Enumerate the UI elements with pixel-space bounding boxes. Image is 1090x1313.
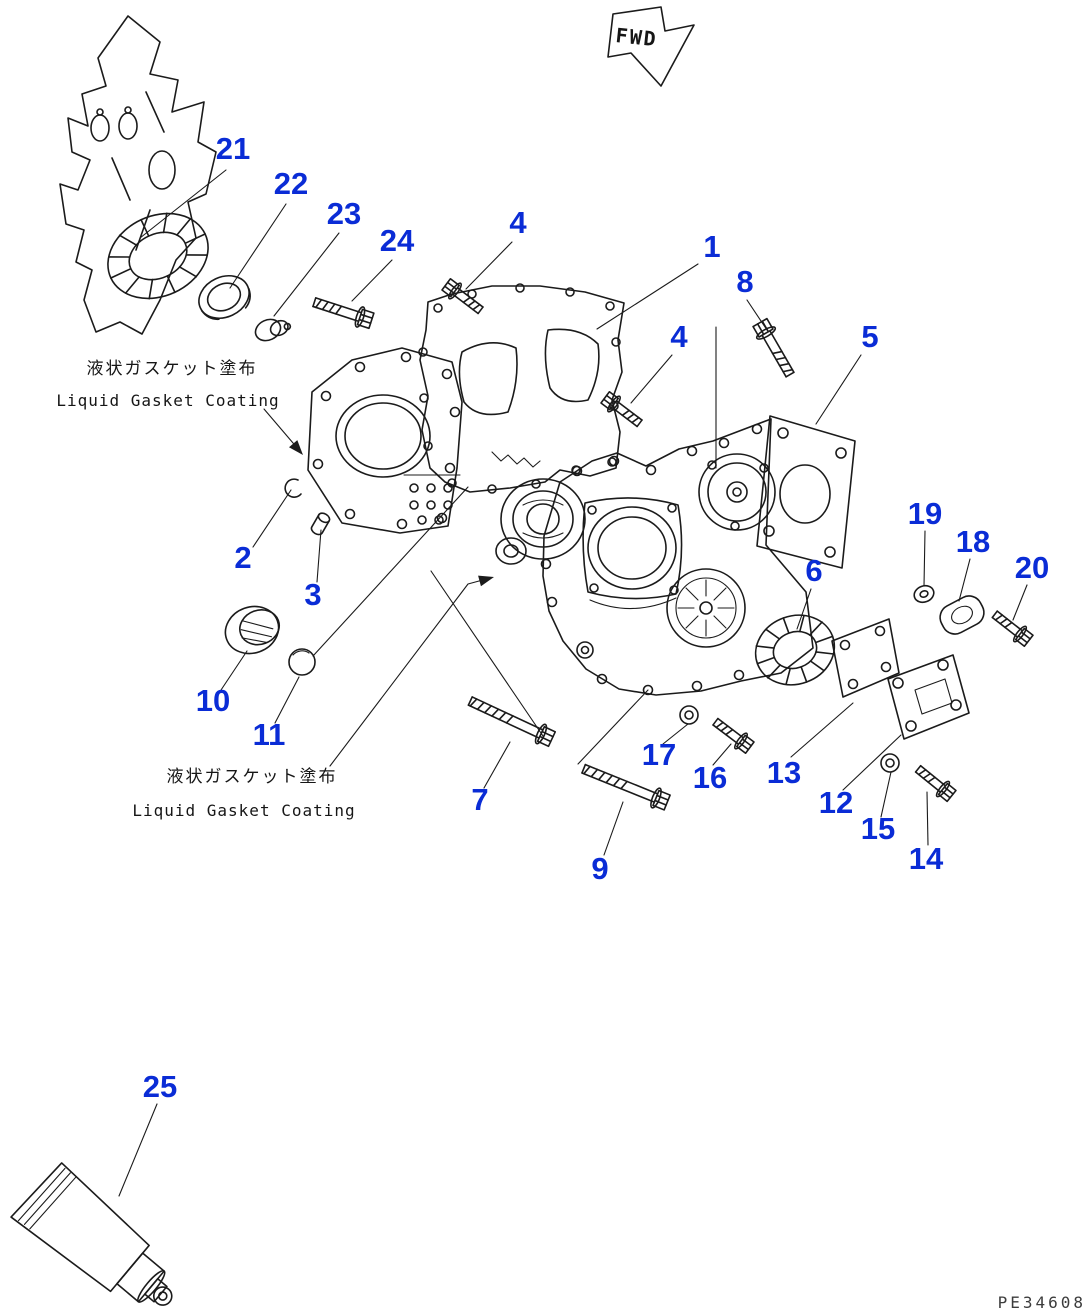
- callout-3: 3: [304, 577, 321, 612]
- bolt-20: [988, 606, 1036, 650]
- bolt-14: [911, 760, 959, 805]
- callout-4b: 4: [670, 319, 688, 354]
- construction-lines: [312, 326, 717, 765]
- fwd-label: FWD: [614, 23, 658, 51]
- callout-17: 17: [642, 737, 676, 772]
- gasket-note-lower: 液状ガスケット塗布 Liquid Gasket Coating: [132, 766, 355, 820]
- bolt-4b: [598, 388, 647, 432]
- note-upper-arrowhead: [289, 440, 308, 459]
- bolt-4a: [439, 275, 488, 319]
- gasket-note-lower-en: Liquid Gasket Coating: [132, 801, 355, 820]
- gasket-1: [418, 283, 625, 494]
- bearing-6: [754, 614, 836, 686]
- gasket-note-upper-jp: 液状ガスケット塗布: [87, 358, 258, 379]
- injection-pump-port: [698, 453, 776, 531]
- pin-3: [310, 512, 331, 536]
- callout-21: 21: [216, 131, 250, 166]
- drawing-linework: [10, 6, 1036, 1306]
- cover-18: [939, 595, 985, 635]
- callout-10: 10: [196, 683, 230, 718]
- cover-gasket-13: [831, 618, 900, 698]
- note-arrows: [263, 408, 496, 767]
- callout-23: 23: [327, 196, 361, 231]
- bolt-7: [465, 690, 558, 750]
- water-pump-opening: [582, 497, 683, 600]
- callout-9: 9: [591, 851, 608, 886]
- callout-19: 19: [908, 496, 942, 531]
- washer-19: [913, 584, 935, 604]
- cover-12: [887, 654, 970, 740]
- callout-13: 13: [767, 755, 801, 790]
- callout-labels: 21 22 23 24 4 1 8 5 4 2 3 19 18 20 6 10 …: [143, 131, 1049, 1104]
- gasket-note-upper: 液状ガスケット塗布 Liquid Gasket Coating: [56, 358, 279, 410]
- front-plate: [307, 347, 463, 534]
- fwd-arrow: [607, 6, 695, 87]
- gasket-tube-25: [10, 1162, 173, 1306]
- callout-4a: 4: [509, 205, 527, 240]
- seal-boss: [495, 478, 586, 565]
- doc-number: PE34608: [998, 1293, 1086, 1312]
- note-lower-arrowhead: [478, 571, 496, 587]
- callout-25: 25: [143, 1069, 177, 1104]
- plug-10: [224, 605, 280, 655]
- side-mount-flange: [756, 415, 856, 569]
- callout-6: 6: [805, 553, 822, 588]
- engine-block-fragment: [59, 15, 217, 335]
- callout-7: 7: [471, 782, 488, 817]
- leader-lines: [118, 169, 1028, 1197]
- callout-12: 12: [819, 785, 853, 820]
- callout-5: 5: [861, 319, 878, 354]
- callout-20: 20: [1015, 550, 1049, 585]
- bolt-8: [750, 316, 800, 381]
- thrust-piece-23: [254, 318, 292, 342]
- text-annotations: 液状ガスケット塗布 Liquid Gasket Coating 液状ガスケット塗…: [56, 23, 1086, 1312]
- gasket-note-lower-jp: 液状ガスケット塗布: [167, 766, 338, 787]
- idler-gear-opening: [666, 568, 746, 648]
- callout-2: 2: [234, 540, 251, 575]
- clip-2: [284, 478, 302, 498]
- callout-1: 1: [703, 229, 720, 264]
- bearing-21: [107, 212, 209, 300]
- callout-11: 11: [253, 717, 286, 752]
- callout-16: 16: [693, 760, 727, 795]
- callout-15: 15: [861, 811, 895, 846]
- callout-24: 24: [380, 223, 415, 258]
- timing-case-cover: [495, 415, 856, 696]
- washer-15: [880, 753, 900, 773]
- gasket-note-upper-en: Liquid Gasket Coating: [56, 391, 279, 410]
- ball-11: [288, 648, 316, 676]
- bolt-16: [708, 713, 757, 757]
- washer-17: [679, 705, 699, 725]
- callout-22: 22: [274, 166, 308, 201]
- callout-8: 8: [736, 264, 753, 299]
- callout-14: 14: [909, 841, 944, 876]
- bushing-22: [198, 275, 251, 321]
- callout-18: 18: [956, 524, 990, 559]
- bolt-24: [310, 291, 376, 332]
